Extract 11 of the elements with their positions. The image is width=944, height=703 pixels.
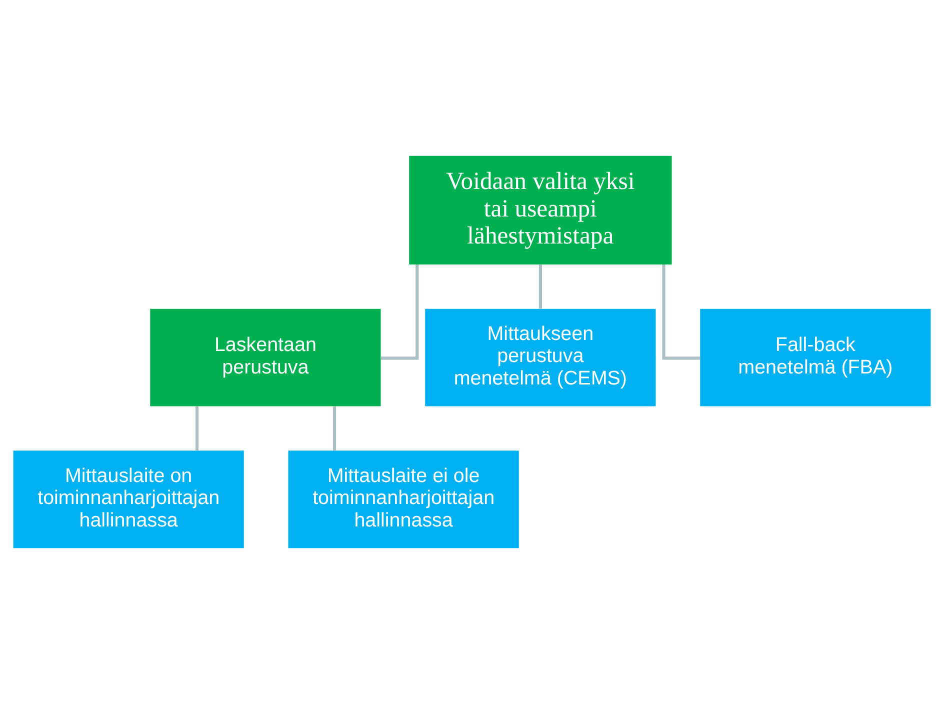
connector bbox=[195, 406, 199, 450]
node-box: Mittaukseen perustuva menetelmä (CEMS) bbox=[425, 308, 656, 406]
connector bbox=[538, 264, 542, 308]
connector bbox=[662, 264, 700, 360]
node-box: Fall-back menetelmä (FBA) bbox=[700, 308, 931, 406]
node-box: Voidaan valita yksi tai useampi lähestymistapa bbox=[409, 155, 672, 264]
node-box: Mittauslaite on toiminnanharjoittajan hallinnassa bbox=[13, 450, 244, 548]
node-box: Laskentaan perustuva bbox=[150, 308, 381, 406]
node-box: Mittauslaite ei ole toiminnanharjoittajan hallinnassa bbox=[288, 450, 519, 548]
connector bbox=[332, 406, 336, 450]
connector bbox=[380, 264, 419, 360]
